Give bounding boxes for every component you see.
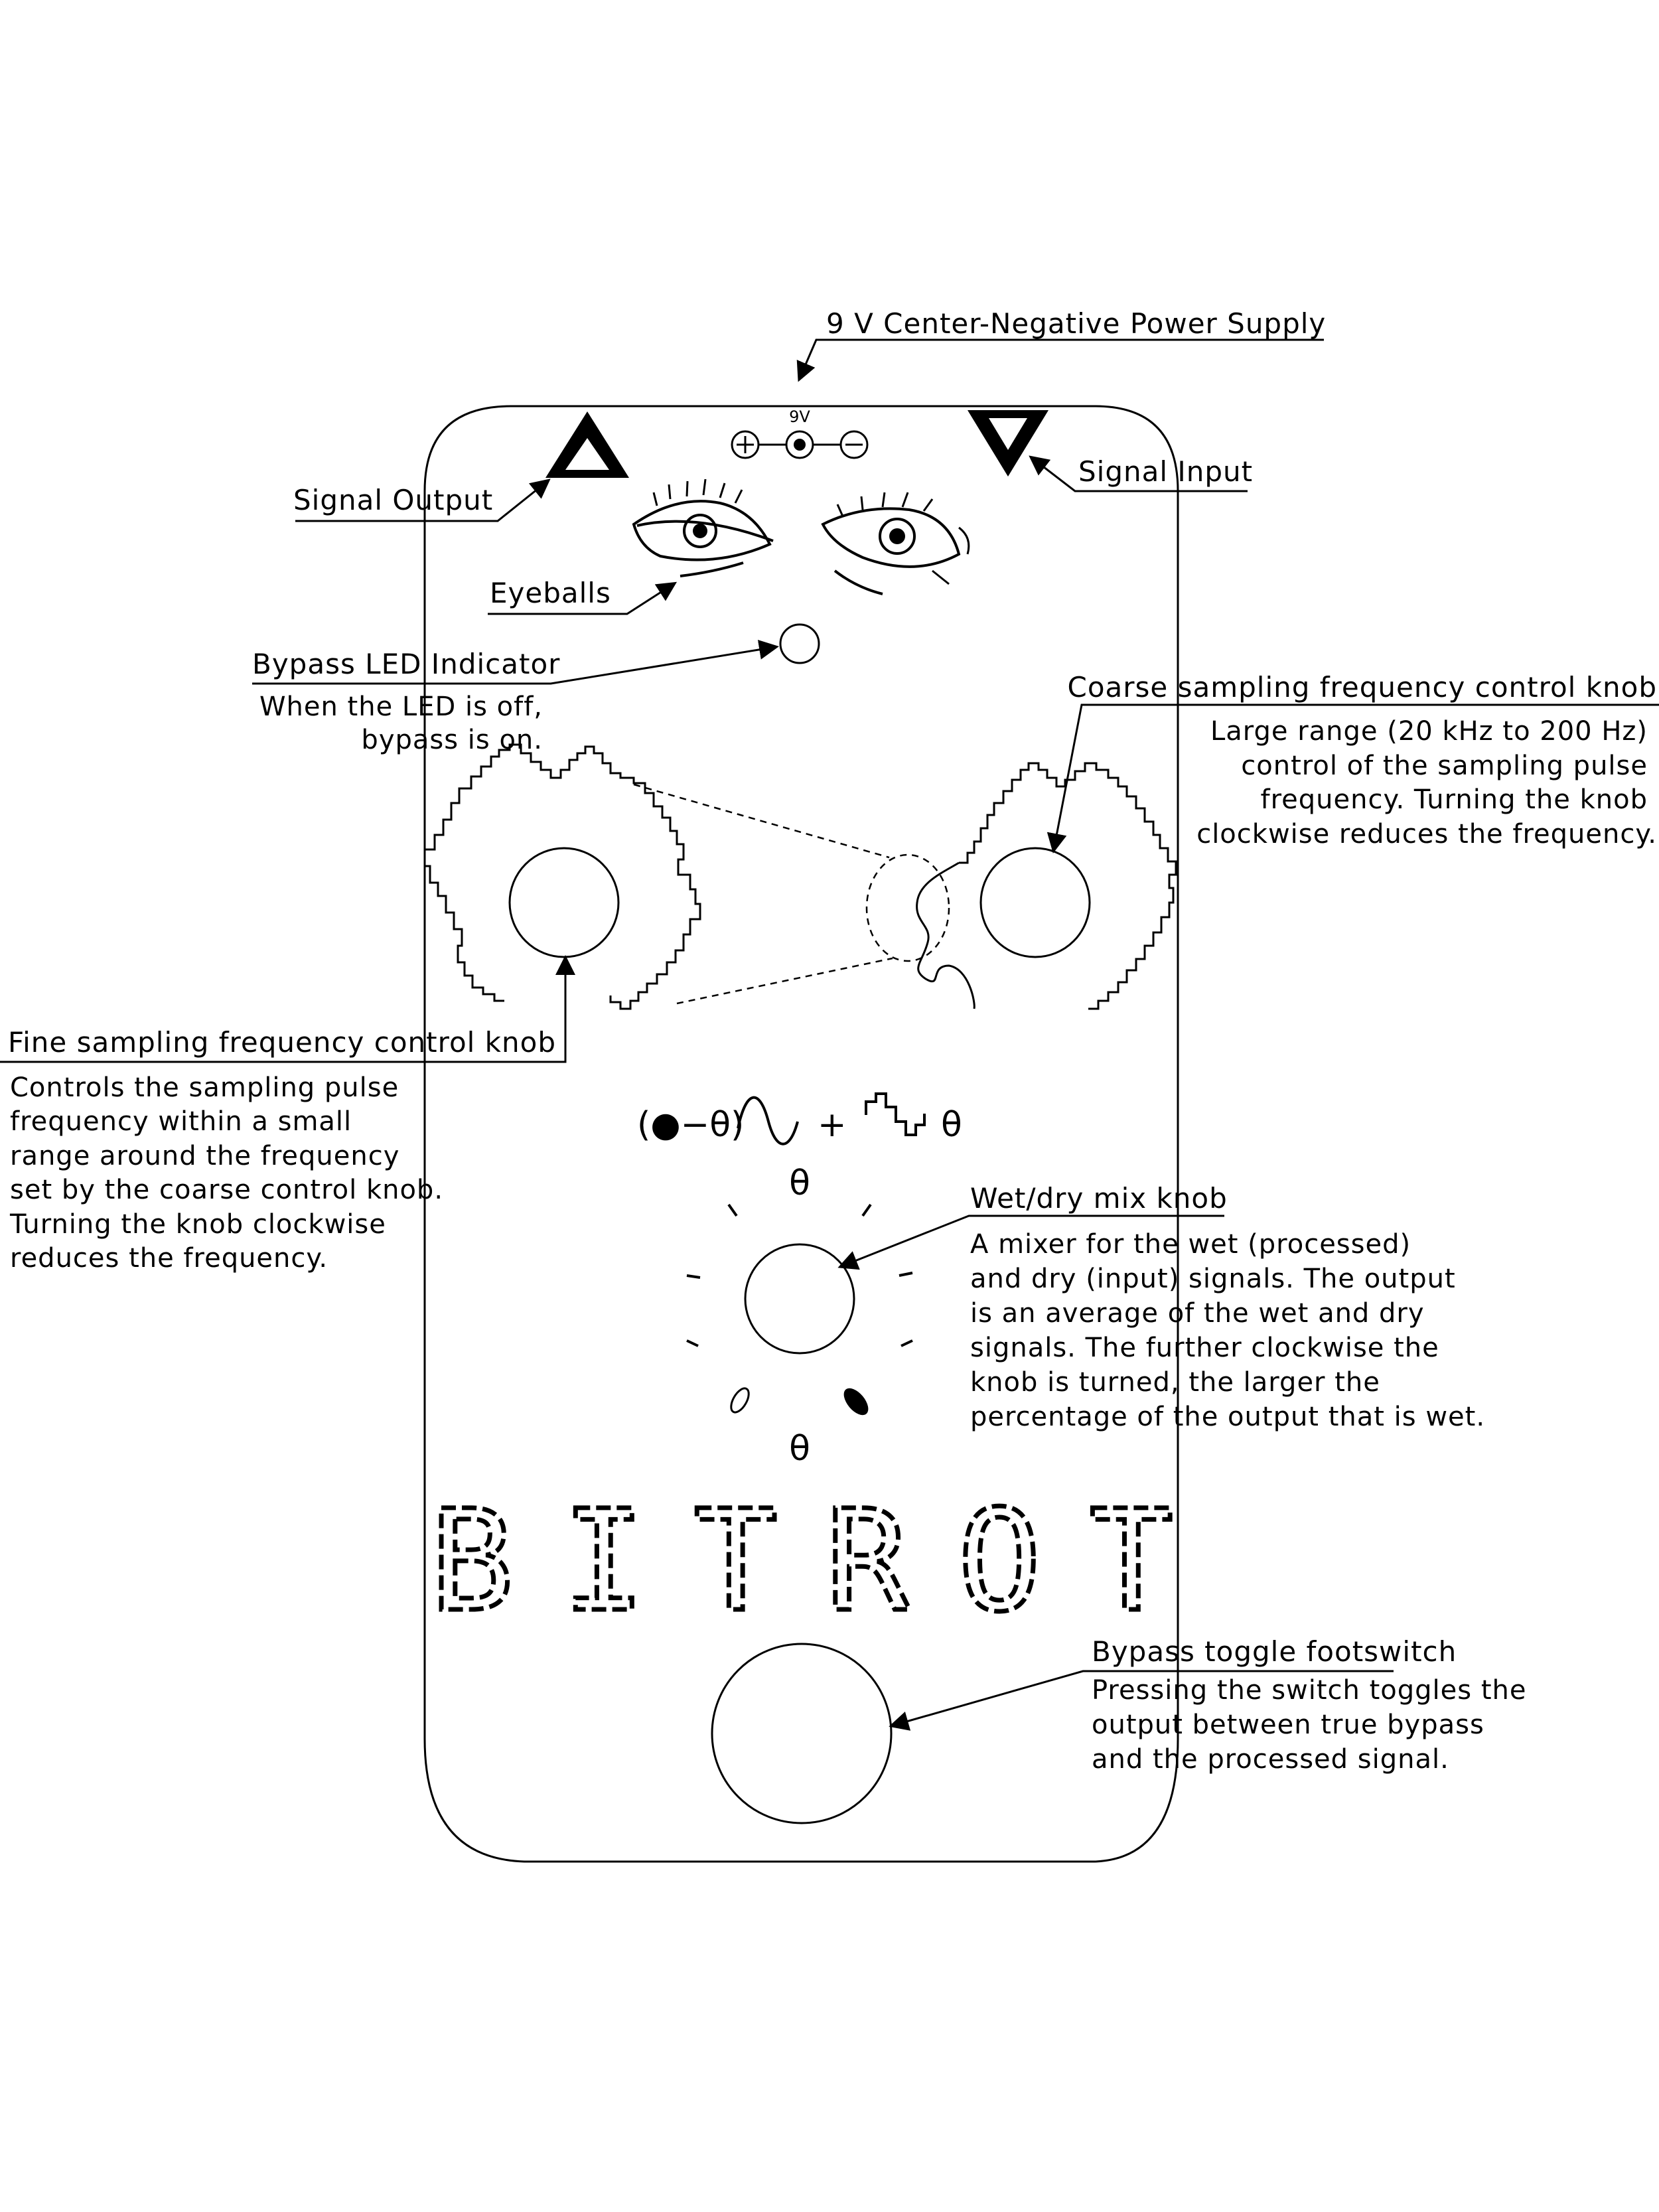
footswitch-label: Bypass toggle footswitch <box>1092 1635 1457 1668</box>
mix-knob-label: Wet/dry mix knob <box>970 1182 1228 1215</box>
mix-knob[interactable] <box>744 1243 855 1355</box>
signal-input-label: Signal Input <box>1078 455 1253 488</box>
input-jack-icon[interactable] <box>968 410 1048 477</box>
coarse-knob[interactable] <box>979 847 1091 958</box>
stepped-wave-icon <box>865 1092 926 1136</box>
fine-knob-desc-line-3: range around the frequency <box>10 1141 399 1171</box>
mix-formula: (●−θ) + θ <box>637 1092 962 1145</box>
fine-knob-halo <box>423 743 701 1010</box>
eyeballs-label: Eyeballs <box>490 577 611 609</box>
jack-label: 9V <box>789 407 810 426</box>
mix-formula-plus: + <box>818 1105 847 1145</box>
bypass-footswitch[interactable] <box>711 1643 893 1824</box>
power-label: 9 V Center-Negative Power Supply <box>826 307 1326 340</box>
coarse-knob-halo <box>916 762 1177 1010</box>
footswitch-desc-line-1: Pressing the switch toggles the <box>1092 1675 1526 1706</box>
sine-wave-icon <box>737 1096 799 1145</box>
signal-output-label: Signal Output <box>293 484 493 516</box>
mix-knob-desc-line-2: and dry (input) signals. The output <box>970 1264 1456 1294</box>
coarse-knob-desc-line-2: control of the sampling pulse <box>1241 751 1648 781</box>
fine-knob-label: Fine sampling frequency control knob <box>8 1026 556 1059</box>
eyeballs-leader <box>488 581 678 615</box>
mix-knob-desc-line-1: A mixer for the wet (processed) <box>970 1229 1411 1260</box>
coarse-knob-leader <box>1046 703 1659 853</box>
footswitch-desc-line-3: and the processed signal. <box>1092 1744 1449 1775</box>
fine-knob-desc-line-4: set by the coarse control knob. <box>10 1175 443 1205</box>
mix-knob-leader <box>837 1215 1224 1270</box>
mix-knob-desc-line-5: knob is turned, the larger the <box>970 1367 1380 1398</box>
footswitch-desc-line-2: output between true bypass <box>1092 1710 1484 1740</box>
mix-knob-desc-line-3: is an average of the wet and dry <box>970 1298 1425 1329</box>
power-jack[interactable]: 9V <box>731 407 869 459</box>
power-leader <box>796 338 1324 382</box>
footswitch-leader <box>889 1670 1394 1731</box>
eyeballs-graphic <box>632 479 970 595</box>
fine-knob-leader <box>0 955 575 1063</box>
output-jack-icon[interactable] <box>545 411 629 478</box>
bypass-led-label: Bypass LED Indicator <box>252 648 560 680</box>
mix-knob-desc-line-6: percentage of the output that is wet. <box>970 1402 1485 1432</box>
mix-knob-bottom-symbol: θ <box>789 1429 810 1469</box>
bypass-led-desc-line-1: When the LED is off, <box>259 692 543 722</box>
mix-formula-left: (●−θ) <box>637 1105 744 1145</box>
signal-output-leader <box>295 479 551 522</box>
bypass-led-desc-line-2: bypass is on. <box>361 725 543 755</box>
halo-magnifier <box>633 783 950 1005</box>
enclosure-outline <box>423 405 1179 1863</box>
mix-knob-desc-line-4: signals. The further clockwise the <box>970 1333 1439 1363</box>
mix-knob-scale: θ θ <box>686 1163 913 1469</box>
fine-knob-desc-line-5: Turning the knob clockwise <box>9 1209 386 1240</box>
fine-knob[interactable] <box>508 847 620 958</box>
pedal-title: BITROT <box>430 1480 1173 1643</box>
fine-knob-desc-line-6: reduces the frequency. <box>10 1243 328 1274</box>
coarse-knob-desc-line-4: clockwise reduces the frequency. <box>1196 819 1657 849</box>
bypass-led <box>779 623 820 664</box>
mix-knob-top-symbol: θ <box>789 1163 810 1203</box>
coarse-knob-desc-line-3: frequency. Turning the knob <box>1261 784 1648 815</box>
mix-formula-right: θ <box>941 1105 962 1145</box>
fine-knob-desc-line-1: Controls the sampling pulse <box>10 1072 399 1103</box>
coarse-knob-label: Coarse sampling frequency control knob <box>1068 671 1658 703</box>
signal-input-leader <box>1029 455 1248 492</box>
coarse-knob-desc-line-1: Large range (20 kHz to 200 Hz) <box>1210 716 1648 747</box>
fine-knob-desc-line-2: frequency within a small <box>10 1106 352 1137</box>
bypass-led-leader <box>252 640 779 685</box>
